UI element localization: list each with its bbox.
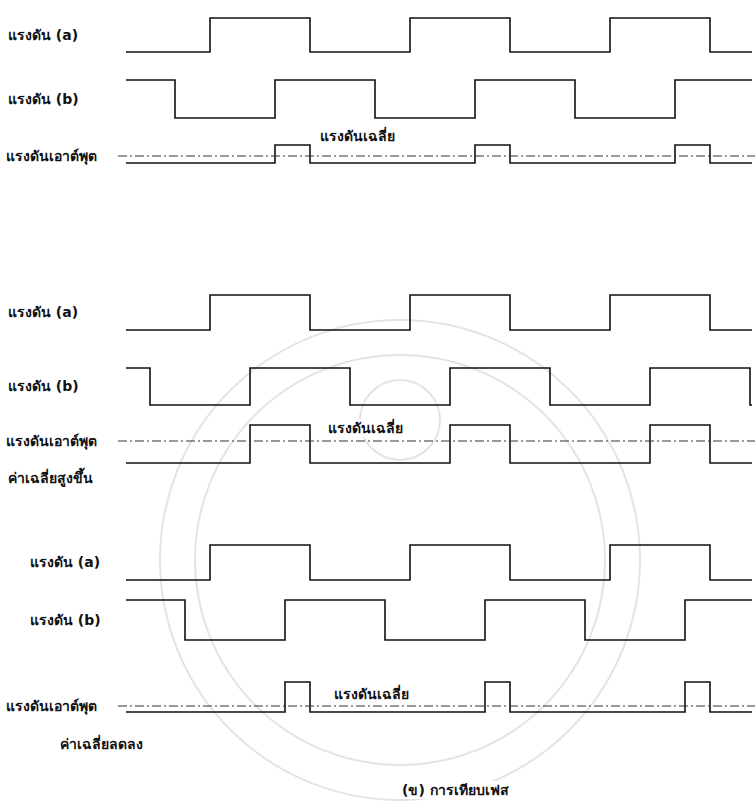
watermark-seal: [160, 320, 640, 800]
voltage-b-wave: [126, 600, 752, 640]
average-label: แรงดันเฉลี่ย: [326, 419, 405, 437]
signal-label: แรงดันเอาต์พุต: [4, 697, 99, 715]
signal-label: แรงดันเอาต์พุต: [4, 147, 99, 165]
note-label: ค่าเฉลี่ยลดลง: [58, 735, 145, 753]
voltage-a-wave: [126, 18, 752, 52]
average-voltage-line: [118, 441, 755, 442]
average-voltage-line: [118, 706, 755, 707]
output-wave: [126, 682, 752, 712]
signal-label: แรงดัน (b): [6, 90, 81, 108]
signal-label: แรงดัน (b): [28, 611, 103, 629]
signal-label: แรงดัน (a): [28, 553, 102, 571]
voltage-a-wave: [126, 545, 752, 580]
seal-ring: [195, 355, 605, 765]
voltage-b-wave: [126, 368, 752, 405]
voltage-b-wave: [126, 80, 752, 118]
voltage-a-wave: [126, 295, 752, 330]
signal-label: แรงดัน (a): [6, 303, 80, 321]
average-label: แรงดันเฉลี่ย: [318, 127, 397, 145]
seal-ring: [160, 320, 640, 800]
signal-label: แรงดัน (a): [6, 26, 80, 44]
average-voltage-line: [118, 156, 755, 157]
note-label: ค่าเฉลี่ยสูงขึ้น: [6, 469, 95, 487]
average-label: แรงดันเฉลี่ย: [332, 685, 411, 703]
figure-caption: (ข) การเทียบเฟส: [400, 781, 511, 799]
signal-label: แรงดันเอาต์พุต: [4, 432, 99, 450]
output-wave: [126, 145, 752, 163]
output-wave: [126, 425, 752, 463]
signal-label: แรงดัน (b): [6, 377, 81, 395]
